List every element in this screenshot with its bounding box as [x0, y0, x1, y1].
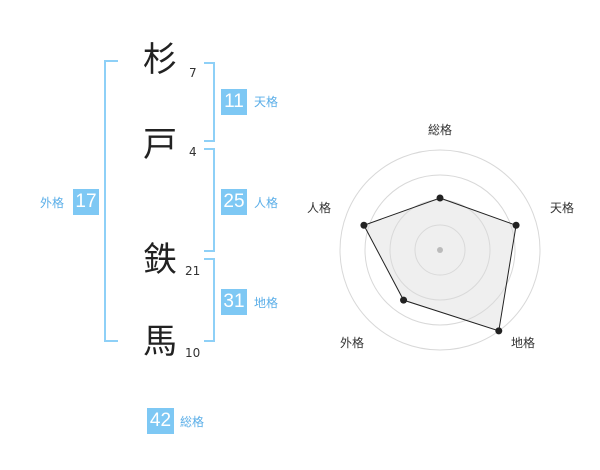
jinkaku-bracket	[204, 148, 215, 252]
radar-axis-label-tenkaku: 天格	[550, 201, 575, 215]
radar-point-2	[512, 221, 520, 229]
radar-point-3	[495, 327, 503, 335]
gaikaku-value: 17	[73, 189, 99, 215]
tenkaku-bracket	[204, 62, 215, 142]
radar-data-polygon	[363, 197, 517, 332]
radar-grid-ring	[339, 149, 541, 351]
soukaku-value: 42	[147, 408, 174, 434]
radar-axis-label-soukaku: 総格	[428, 123, 453, 137]
radar-point-1	[436, 194, 444, 202]
radar-point-4	[400, 296, 408, 304]
tenkaku-label: 天格	[254, 95, 279, 109]
chikaku-bracket	[204, 258, 215, 342]
radar-axis-label-gaikaku: 外格	[340, 336, 365, 350]
jinkaku-label: 人格	[254, 196, 279, 210]
name-char-4: 馬	[143, 322, 177, 362]
radar-grid-ring	[414, 224, 466, 276]
name-char-3: 鉄	[143, 240, 177, 280]
tenkaku-value: 11	[221, 89, 247, 115]
jinkaku-value: 25	[221, 189, 247, 215]
gaikaku-label: 外格	[40, 196, 65, 210]
stroke-count-3: 21	[185, 264, 201, 278]
radar-point-5	[360, 221, 368, 229]
chikaku-value: 31	[221, 289, 247, 315]
name-char-1: 杉	[143, 40, 177, 80]
radar-axis-label-jinkaku: 人格	[307, 201, 332, 215]
radar-axis-label-chikaku: 地格	[511, 336, 536, 350]
radar-grid-ring	[364, 174, 516, 326]
stroke-count-2: 4	[189, 145, 197, 159]
name-char-2: 戸	[143, 125, 177, 165]
stroke-count-1: 7	[189, 66, 197, 80]
chikaku-label: 地格	[254, 296, 279, 310]
soukaku-label: 総格	[180, 415, 205, 429]
gaikaku-bracket	[104, 60, 118, 342]
stroke-count-4: 10	[185, 346, 201, 360]
radar-center-dot	[437, 247, 443, 253]
